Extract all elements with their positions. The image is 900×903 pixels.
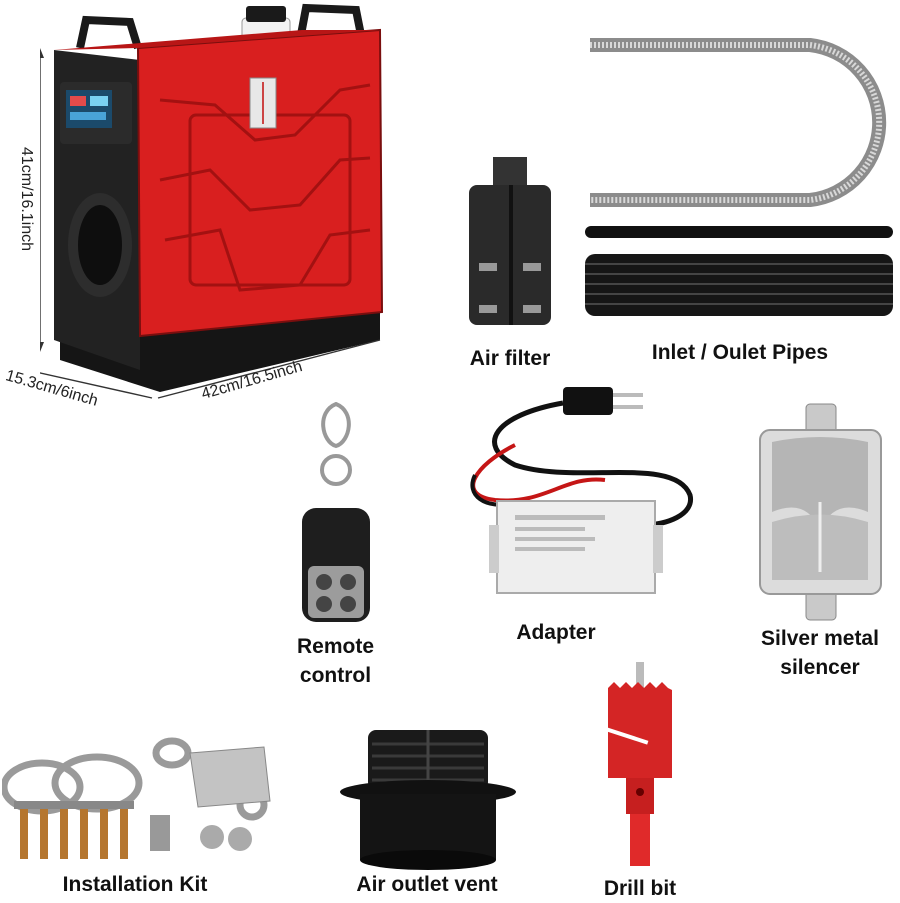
silencer-label: Silver metal silencer — [761, 627, 879, 679]
pipes-label: Inlet / Oulet Pipes — [651, 341, 829, 364]
air-outlet-vent-label: Air outlet vent — [356, 873, 498, 896]
installation-kit-label: Installation Kit — [62, 873, 208, 896]
adapter-label: Adapter — [516, 621, 596, 644]
air-outlet-vent-image — [338, 720, 518, 870]
remote-image — [296, 402, 376, 624]
air-filter-label: Air filter — [469, 347, 551, 370]
installation-kit-image — [2, 735, 282, 865]
height-dimension-label: 41cm/16.1inch — [18, 146, 36, 252]
heater-unit-image — [40, 0, 400, 400]
remote-label: Remote control — [296, 635, 375, 687]
silencer-image — [758, 402, 883, 622]
drill-bit-image — [600, 660, 680, 870]
adapter-image — [455, 385, 695, 605]
pipes-image — [585, 30, 895, 330]
air-filter-image — [465, 155, 555, 330]
drill-bit-label: Drill bit — [603, 877, 677, 900]
